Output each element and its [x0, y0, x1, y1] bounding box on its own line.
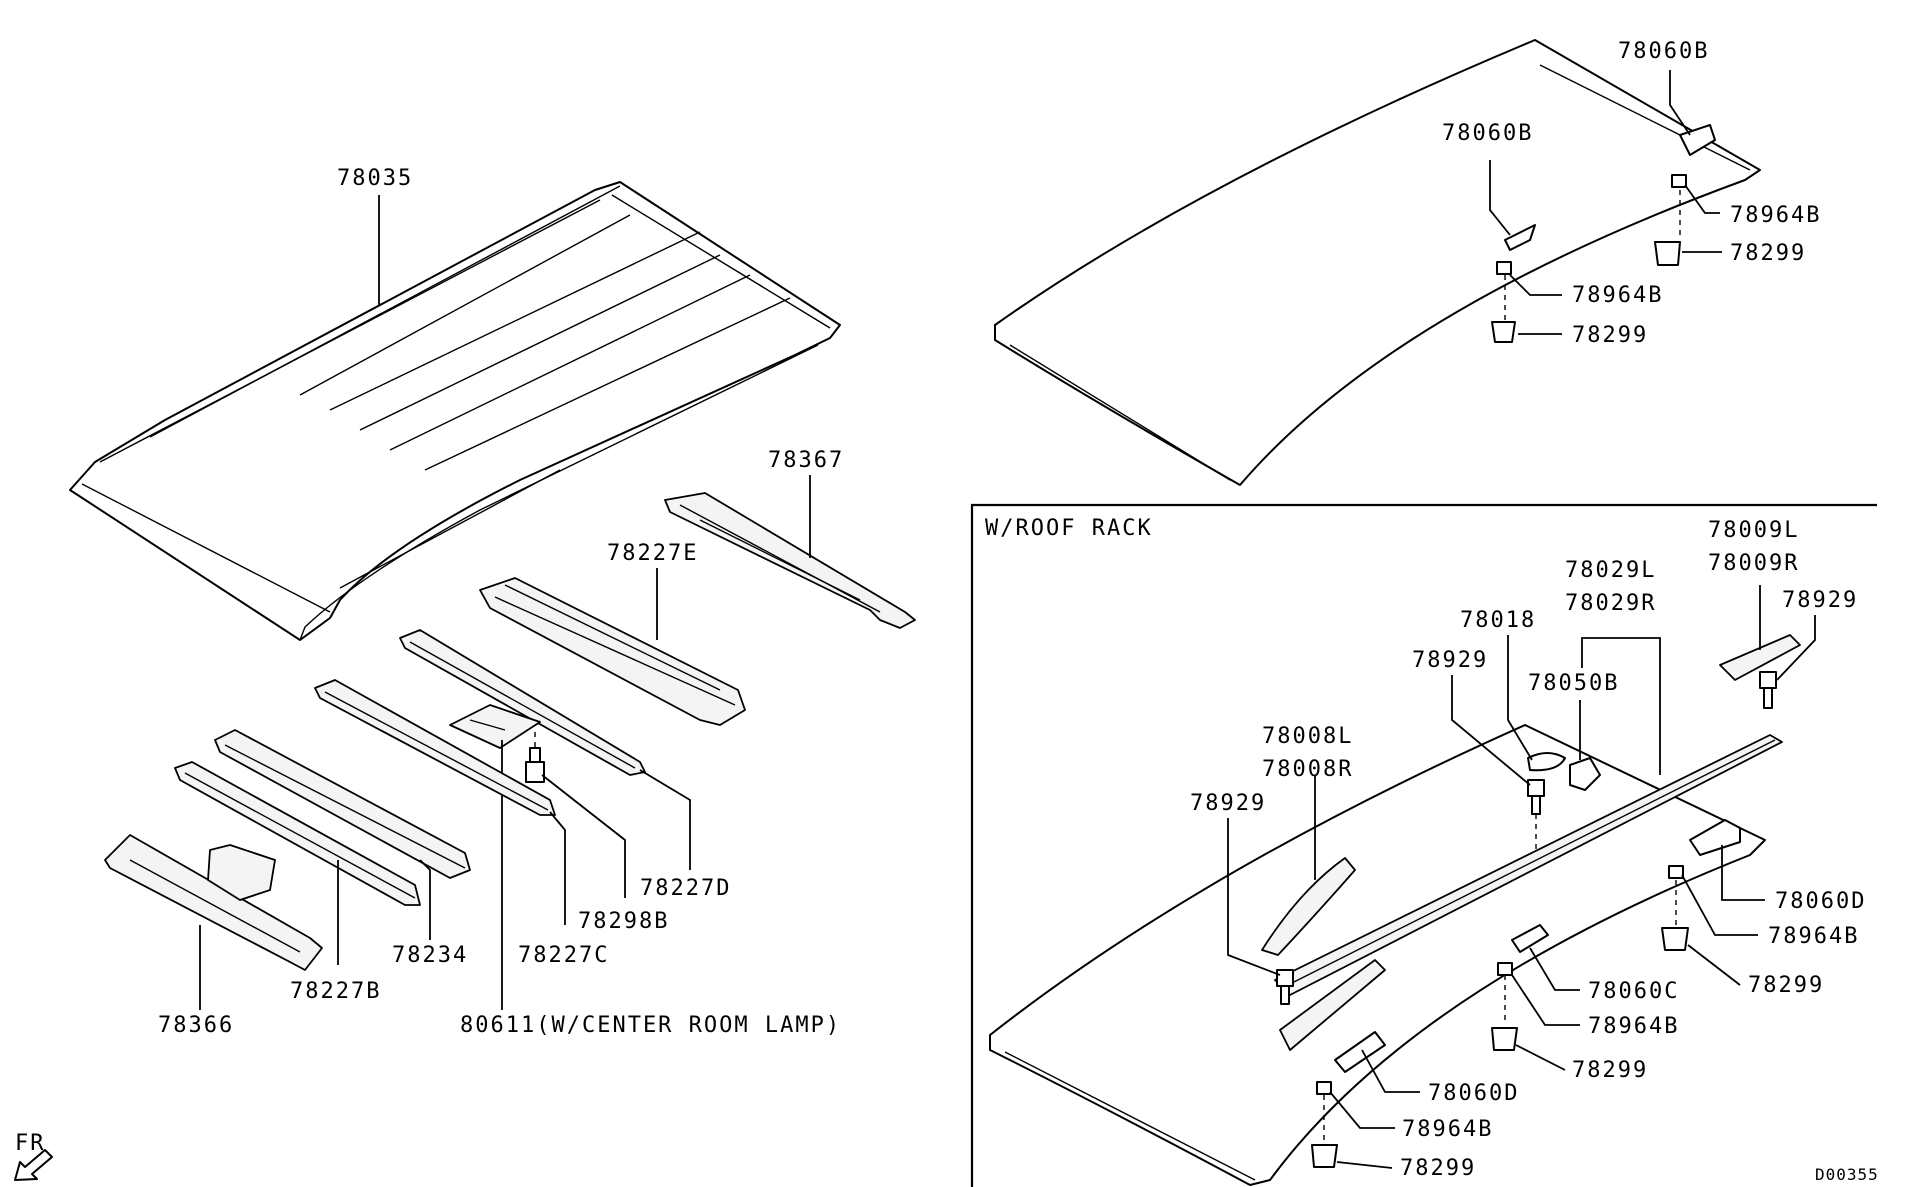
leader-top-78964B-a	[1509, 274, 1562, 296]
member-78234	[214, 729, 471, 879]
end-cover-78009	[1719, 634, 1801, 681]
leader-78029	[1581, 637, 1661, 775]
label-top-78299-b: 78299	[1730, 241, 1806, 266]
label-78060C: 78060C	[1588, 979, 1679, 1004]
label-78009L: 78009L	[1708, 518, 1799, 543]
member-78367	[664, 492, 916, 629]
label-78227B: 78227B	[290, 979, 381, 1004]
leader-top-78964B-b	[1684, 184, 1720, 214]
leader-78929-c	[1776, 615, 1816, 681]
clip-group-inset-mid	[1491, 924, 1549, 1051]
label-78299-a: 78299	[1400, 1156, 1476, 1181]
front-bracket	[1279, 959, 1386, 1051]
label-78008L: 78008L	[1262, 724, 1353, 749]
label-78234: 78234	[392, 943, 468, 968]
leader-78929-a	[1227, 818, 1281, 976]
inset-frame	[970, 503, 1877, 1187]
label-78009R: 78009R	[1708, 551, 1799, 576]
leader-78964B-a	[1329, 1091, 1395, 1129]
bolt-78929-mid	[1527, 779, 1545, 850]
leader-top-78060B-b	[1669, 70, 1691, 136]
label-78029L: 78029L	[1565, 558, 1656, 583]
label-78008R: 78008R	[1262, 757, 1353, 782]
member-78227B	[174, 761, 421, 906]
label-top-78060B-b: 78060B	[1618, 39, 1709, 64]
label-80611: 80611(W/CENTER ROOM LAMP)	[460, 1013, 841, 1038]
member-78227E	[479, 577, 746, 726]
leader-78060D-b	[1721, 845, 1765, 901]
label-78227D: 78227D	[640, 876, 731, 901]
leader-78299-b	[1515, 1044, 1566, 1071]
label-78366: 78366	[158, 1013, 234, 1038]
label-78060D-a: 78060D	[1428, 1081, 1519, 1106]
label-top-78964B-a: 78964B	[1572, 283, 1663, 308]
cap-78018	[1527, 752, 1566, 772]
leader-78299-c	[1687, 944, 1741, 986]
leader-top-78060B-a	[1489, 160, 1511, 236]
label-top-78299-a: 78299	[1572, 323, 1648, 348]
leader-78018	[1507, 635, 1533, 761]
leader-78060C	[1529, 947, 1580, 991]
label-78929-a: 78929	[1190, 791, 1266, 816]
bolt-78929-front	[1276, 969, 1294, 1005]
clip-group-inset-front	[1311, 1031, 1386, 1168]
clip-group-inset-rear	[1661, 819, 1741, 951]
clip-78050B	[1569, 757, 1601, 791]
bracket-80611	[449, 704, 541, 749]
label-78227E: 78227E	[607, 541, 698, 566]
bolt-78929-rear	[1759, 671, 1777, 709]
label-78299-b: 78299	[1572, 1058, 1648, 1083]
figure-code: D00355	[1815, 1165, 1879, 1184]
label-78050B: 78050B	[1528, 671, 1619, 696]
label-78035: 78035	[337, 166, 413, 191]
inset-title: W/ROOF RACK	[985, 516, 1153, 541]
leader-78060D-a	[1361, 1049, 1420, 1093]
leader-78299-a	[1336, 1161, 1393, 1169]
bolt-78298B	[525, 732, 545, 783]
leader-78227C	[549, 811, 566, 925]
label-78298B: 78298B	[578, 909, 669, 934]
label-78060D-b: 78060D	[1775, 889, 1866, 914]
label-78299-c: 78299	[1748, 973, 1824, 998]
leader-78964B-b	[1511, 974, 1580, 1026]
label-top-78964B-b: 78964B	[1730, 203, 1821, 228]
end-cover-78008	[1261, 857, 1356, 956]
label-78227C: 78227C	[518, 943, 609, 968]
clip-group-top-a	[1491, 224, 1536, 343]
leader-78227D	[639, 769, 691, 870]
member-78227C	[314, 679, 556, 816]
label-78367: 78367	[768, 448, 844, 473]
label-78929-c: 78929	[1782, 588, 1858, 613]
leader-78964B-c	[1681, 874, 1758, 936]
leader-78234	[419, 859, 431, 940]
label-78964B-b: 78964B	[1588, 1014, 1679, 1039]
label-top-78060B-a: 78060B	[1442, 121, 1533, 146]
label-78018: 78018	[1460, 608, 1536, 633]
roof-panel-78035	[69, 181, 841, 641]
leader-78929-b	[1451, 675, 1531, 786]
front-arrow-icon	[14, 1149, 53, 1181]
roof-outline-top	[994, 39, 1761, 486]
label-78964B-a: 78964B	[1402, 1117, 1493, 1142]
label-78929-b: 78929	[1412, 648, 1488, 673]
label-78964B-c: 78964B	[1768, 924, 1859, 949]
member-78366	[104, 834, 323, 971]
leader-78298B	[541, 774, 626, 898]
label-direction: FR	[15, 1131, 46, 1156]
roof-outline-inset	[989, 724, 1766, 1186]
label-78029R: 78029R	[1565, 591, 1656, 616]
